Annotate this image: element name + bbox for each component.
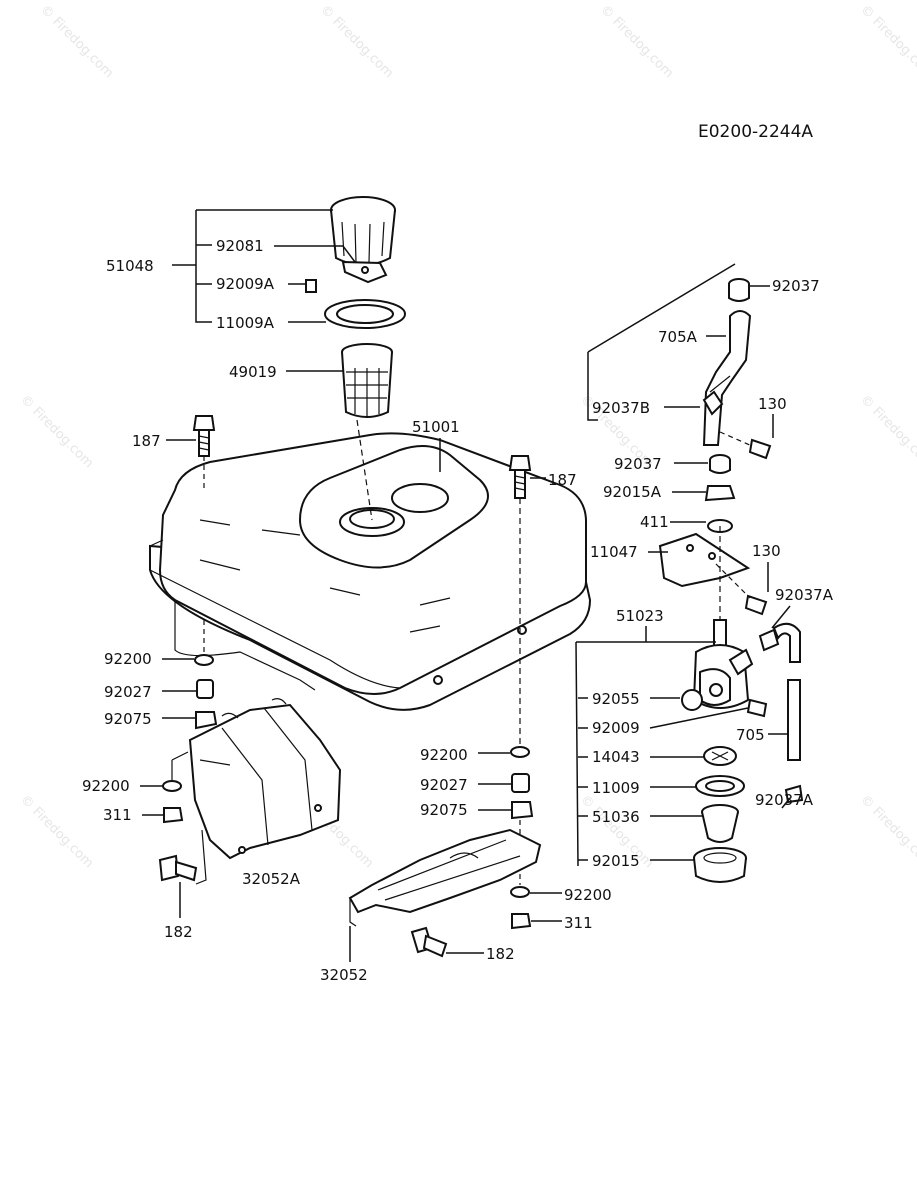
label-187-left: 187 — [132, 432, 161, 450]
washer-92200 — [162, 780, 182, 792]
label-92075-b: 92075 — [420, 801, 468, 819]
label-130-a: 130 — [758, 395, 787, 413]
label-92055: 92055 — [592, 690, 640, 708]
label-182-b: 182 — [486, 945, 515, 963]
label-311-a: 311 — [103, 806, 132, 824]
gasket-11009 — [695, 775, 745, 797]
label-11009: 11009 — [592, 779, 640, 797]
watermark: © Firedog.com — [857, 392, 917, 471]
nut-92015A — [704, 485, 736, 502]
label-182-a: 182 — [164, 923, 193, 941]
watermark: © Firedog.com — [597, 2, 676, 81]
label-49019: 49019 — [229, 363, 277, 381]
label-51001: 51001 — [412, 418, 460, 436]
bolt-182-right — [410, 926, 448, 958]
watermark: © Firedog.com — [17, 392, 96, 471]
label-92200-c: 92200 — [420, 746, 468, 764]
label-705: 705 — [736, 726, 765, 744]
nut-92075 — [195, 711, 218, 730]
watermark: © Firedog.com — [17, 792, 96, 871]
label-14043: 14043 — [592, 748, 640, 766]
washer-92200 — [510, 886, 530, 898]
label-92081: 92081 — [216, 237, 264, 255]
label-92200-b: 92200 — [82, 777, 130, 795]
label-11047: 11047 — [590, 543, 638, 561]
fuel-cap-parts — [305, 196, 406, 418]
diagram-code: E0200-2244A — [698, 122, 813, 142]
label-92027-b: 92027 — [420, 776, 468, 794]
collar-92027 — [196, 679, 214, 699]
label-32052: 32052 — [320, 966, 368, 984]
nut-311 — [511, 913, 532, 930]
label-92009A: 92009A — [216, 275, 275, 293]
watermark: © Firedog.com — [317, 2, 396, 81]
clamp-92037-top — [728, 278, 750, 302]
hose-705 — [772, 622, 801, 761]
watermark: © Firedog.com — [37, 2, 116, 81]
bracket-11047 — [658, 532, 751, 588]
label-187-right: 187 — [548, 471, 577, 489]
label-11009A: 11009A — [216, 314, 275, 332]
collar-92027 — [511, 773, 530, 793]
label-51048: 51048 — [106, 257, 154, 275]
label-92037A-b: 92037A — [755, 791, 814, 809]
watermark: © Firedog.com — [857, 792, 917, 871]
label-705A: 705A — [658, 328, 698, 346]
watermark: © Firedog.com — [857, 2, 917, 81]
nut-92075 — [511, 801, 534, 820]
label-92037-a: 92037 — [772, 277, 820, 295]
fuel-valve-51023 — [692, 526, 754, 709]
label-92200-d: 92200 — [564, 886, 612, 904]
label-311-b: 311 — [564, 914, 593, 932]
label-92009: 92009 — [592, 719, 640, 737]
label-32052A: 32052A — [242, 870, 301, 888]
clamp-92037-mid — [709, 454, 731, 474]
oring-92055 — [681, 689, 703, 711]
label-51036: 51036 — [592, 808, 640, 826]
bolt-187-right — [508, 455, 532, 745]
bolt-182-left — [158, 829, 207, 885]
label-92075-a: 92075 — [104, 710, 152, 728]
hose-705A — [702, 310, 752, 446]
fuel-tank — [149, 419, 592, 711]
bracket-32052 — [348, 828, 542, 927]
label-92200-a: 92200 — [104, 650, 152, 668]
cup-nut-92015 — [693, 847, 747, 883]
label-92015A: 92015A — [603, 483, 662, 501]
label-92037A-a: 92037A — [775, 586, 834, 604]
bracket-32052A — [188, 698, 342, 860]
washer-92200 — [194, 654, 214, 666]
label-92027-a: 92027 — [104, 683, 152, 701]
label-92037B: 92037B — [592, 399, 650, 417]
label-51023: 51023 — [616, 607, 664, 625]
label-92015: 92015 — [592, 852, 640, 870]
label-411: 411 — [640, 513, 669, 531]
label-92037-b: 92037 — [614, 455, 662, 473]
bolt-187-left — [192, 415, 216, 490]
label-130-b: 130 — [752, 542, 781, 560]
nut-311 — [163, 807, 184, 824]
washer-92200 — [510, 746, 530, 758]
cup-51036 — [701, 804, 739, 843]
